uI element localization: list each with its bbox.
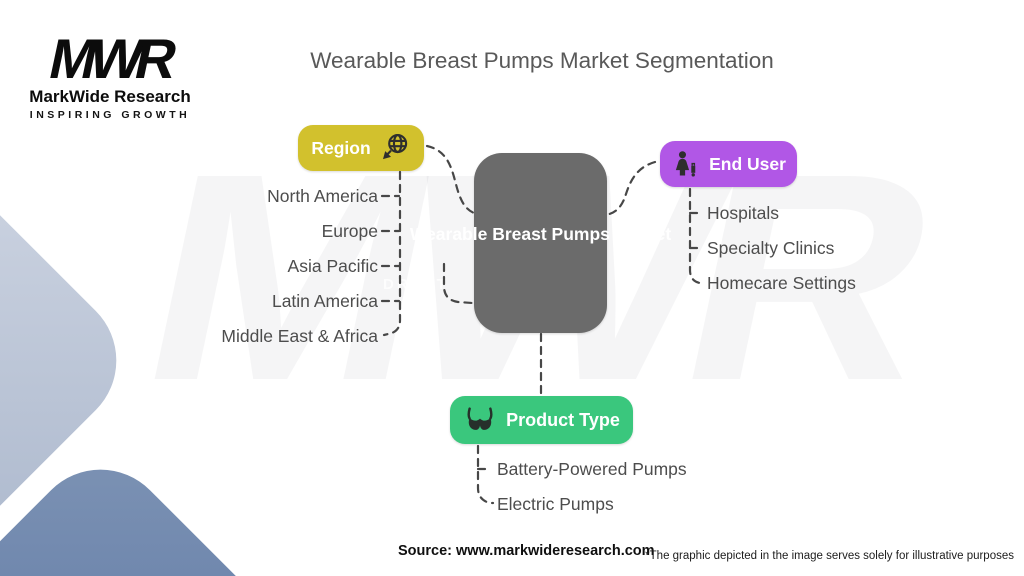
segment-item-hospitals: Hospitals <box>707 203 779 223</box>
segment-item-specialty-clinics: Specialty Clinics <box>707 238 835 258</box>
product-type-items-list: Battery-Powered Pumps Electric Pumps <box>497 452 687 522</box>
segment-item-latin-america: Latin America <box>271 291 378 311</box>
segment-item-electric-pumps: Electric Pumps <box>497 494 614 514</box>
region-items-list: North America Europe Asia Pacific Latin … <box>221 179 378 354</box>
segment-item-homecare-settings: Homecare Settings <box>707 273 856 293</box>
globe-cursor-icon <box>379 132 411 164</box>
end-user-items-list: Hospitals Specialty Clinics Homecare Set… <box>707 196 856 301</box>
page-title: Wearable Breast Pumps Market Segmentatio… <box>310 48 774 73</box>
mother-icon <box>671 148 701 180</box>
center-node: Wearable Breast Pumps Market <box>410 153 671 333</box>
segment-item-europe: Europe <box>321 221 378 241</box>
segment-item-north-america: North America <box>267 186 378 206</box>
bra-icon <box>463 405 497 435</box>
markwide-logo-tagline: INSPIRING GROWTH <box>29 108 191 121</box>
product-type-node-label: Product Type <box>506 409 620 430</box>
region-node: Region <box>298 125 424 171</box>
segment-item-battery-powered-pumps: Battery-Powered Pumps <box>497 459 687 479</box>
region-node-label: Region <box>311 137 371 158</box>
draft-watermark: DRAFT <box>383 276 449 293</box>
product-type-node: Product Type <box>450 396 633 444</box>
markwide-logo-monogram: MWR <box>44 27 177 90</box>
end-user-node-label: End User <box>709 153 786 174</box>
center-node-label: Wearable Breast Pumps Market <box>409 224 672 244</box>
markwide-logo: MWR MarkWide Research INSPIRING GROWTH <box>26 27 194 121</box>
source-text: Source: www.markwideresearch.com <box>398 543 655 559</box>
segment-item-asia-pacific: Asia Pacific <box>287 256 378 276</box>
end-user-node: End User <box>660 141 797 187</box>
segment-item-middle-east-africa: Middle East & Africa <box>221 326 378 346</box>
markwide-logo-name: MarkWide Research <box>29 86 191 106</box>
disclaimer-text: *The graphic depicted in the image serve… <box>645 550 1014 562</box>
